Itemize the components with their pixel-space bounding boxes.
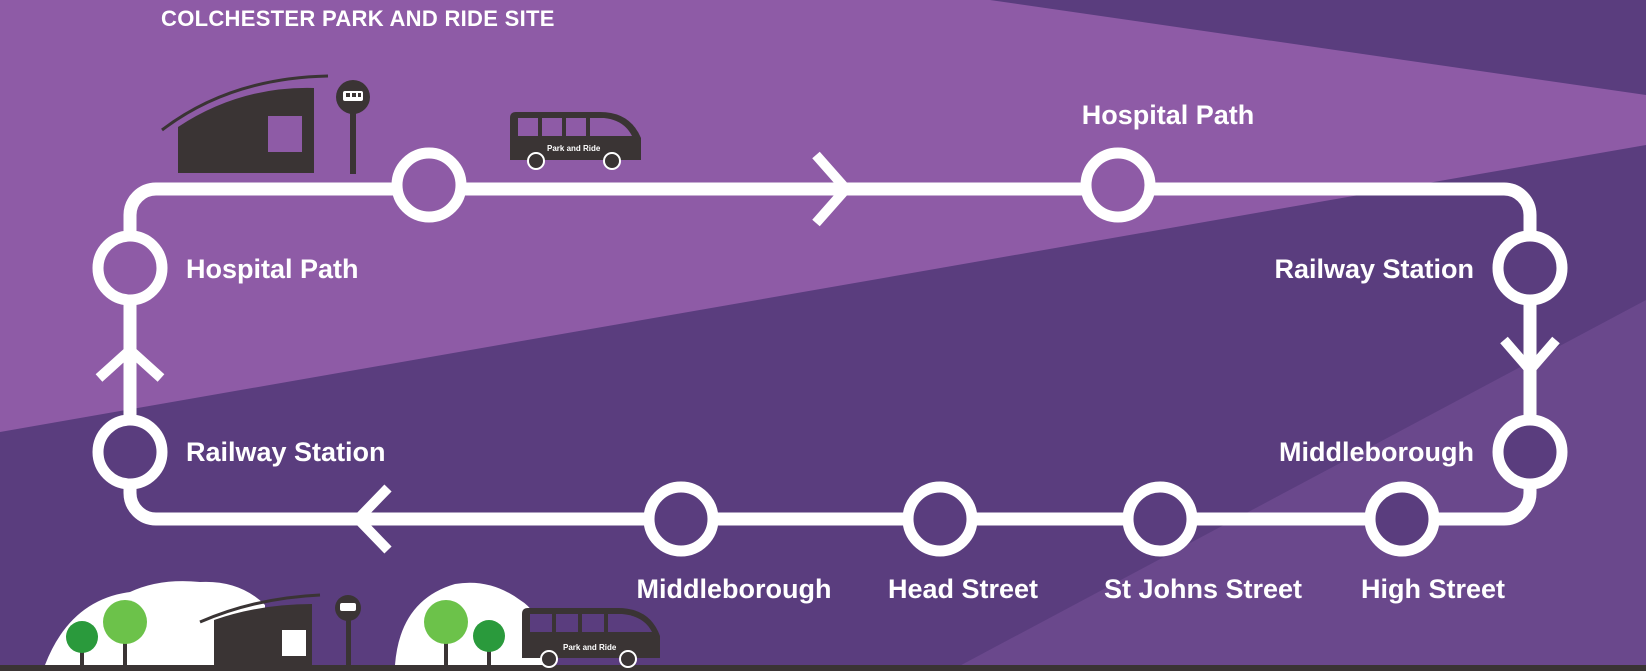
bus-stop-icon bbox=[335, 595, 361, 665]
stop-label-high-street: High Street bbox=[1361, 574, 1505, 604]
page-title: COLCHESTER PARK AND RIDE SITE bbox=[161, 6, 555, 31]
direction-arrow-icon bbox=[95, 343, 165, 382]
bus-icon: Park and Ride bbox=[510, 112, 641, 170]
tree-icon bbox=[424, 600, 468, 665]
building-icon bbox=[199, 593, 321, 665]
tree-icon bbox=[473, 620, 505, 665]
stop-marker-hospital-path-west bbox=[92, 230, 168, 306]
stop-label-railway-station-west: Railway Station bbox=[186, 437, 386, 467]
stop-marker-head-street bbox=[902, 481, 978, 557]
bus-sign-label: Park and Ride bbox=[563, 643, 617, 652]
stop-label-middleborough-east: Middleborough bbox=[1279, 437, 1474, 467]
scenery-hills bbox=[45, 581, 550, 665]
stop-label-head-street: Head Street bbox=[888, 574, 1038, 604]
background-mid-band bbox=[950, 300, 1646, 671]
tree-icon bbox=[66, 621, 98, 665]
ground-line bbox=[0, 665, 1646, 671]
stop-label-hospital-path-east: Hospital Path bbox=[1082, 100, 1255, 130]
stop-marker-railway-station-east bbox=[1492, 230, 1568, 306]
stop-marker-middleborough-east bbox=[1492, 414, 1568, 490]
stop-label-middleborough-south: Middleborough bbox=[637, 574, 832, 604]
direction-arrow-icon bbox=[351, 484, 392, 554]
stop-label-hospital-path-west: Hospital Path bbox=[186, 254, 359, 284]
stop-label-railway-station-east: Railway Station bbox=[1274, 254, 1474, 284]
stop-marker-st-johns-street bbox=[1122, 481, 1198, 557]
bus-icon: Park and Ride bbox=[522, 608, 660, 668]
stop-marker-middleborough-south bbox=[643, 481, 719, 557]
direction-arrow-icon bbox=[1500, 336, 1560, 378]
stop-marker-railway-station-west bbox=[92, 414, 168, 490]
bus-stop-icon bbox=[336, 80, 370, 174]
stop-marker-park-and-ride bbox=[391, 147, 467, 223]
bus-sign-label: Park and Ride bbox=[547, 144, 601, 153]
stop-marker-high-street bbox=[1364, 481, 1440, 557]
direction-arrow-icon bbox=[812, 151, 853, 227]
building-icon bbox=[161, 74, 329, 173]
background-dark-corner bbox=[990, 0, 1646, 95]
stop-label-st-johns-street: St Johns Street bbox=[1104, 574, 1302, 604]
stop-marker-hospital-path-east bbox=[1080, 147, 1156, 223]
tree-icon bbox=[103, 600, 147, 665]
